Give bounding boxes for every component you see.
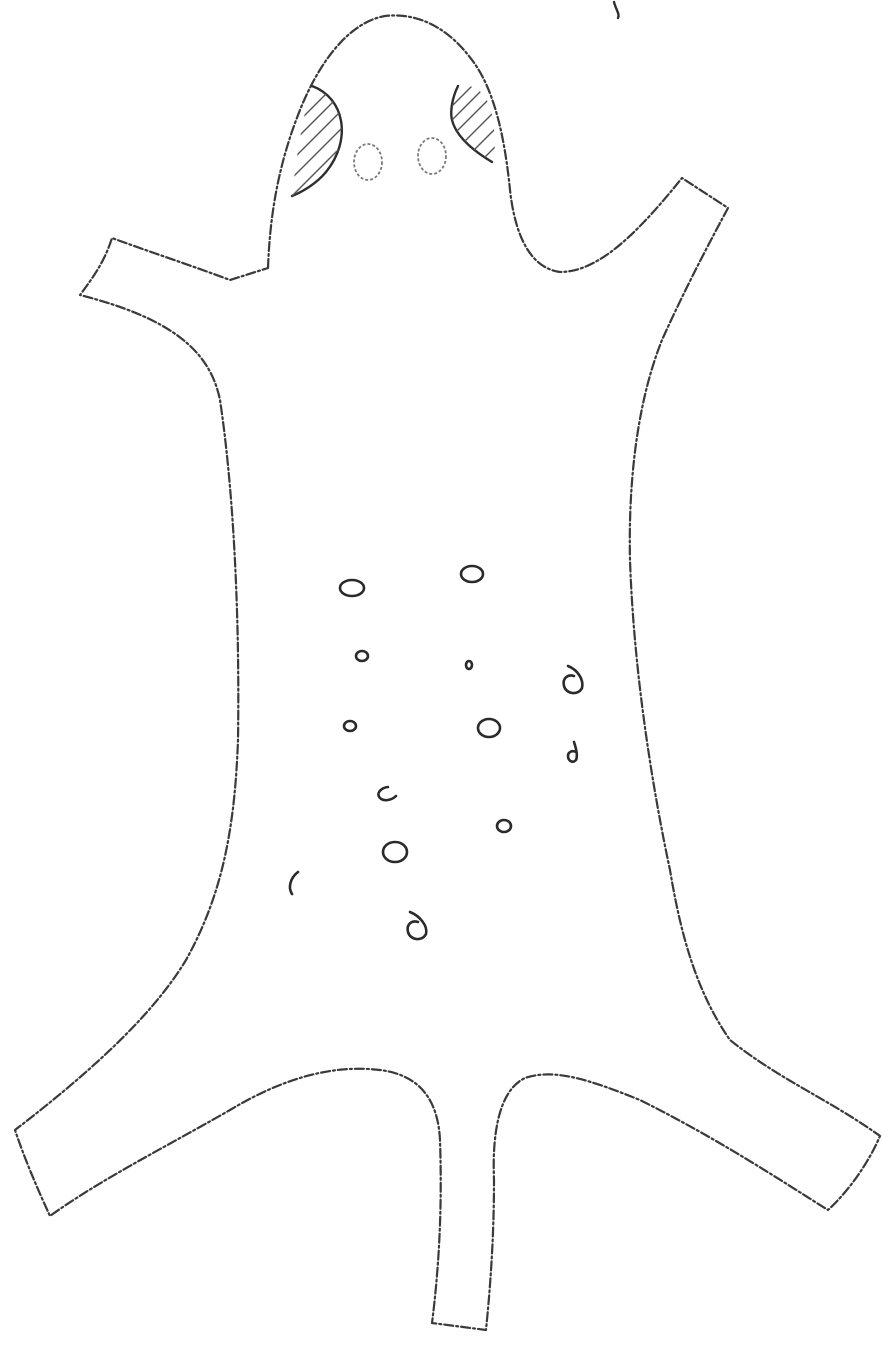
right-eye-patch (448, 80, 500, 164)
spot (461, 566, 483, 582)
spot (383, 842, 407, 862)
left-nostril-mark (354, 144, 382, 180)
spot (564, 666, 583, 693)
spot (408, 912, 427, 939)
spot (497, 820, 511, 832)
spot (378, 787, 396, 800)
spot (340, 580, 364, 596)
spot (568, 742, 577, 762)
spot (290, 872, 298, 894)
spot (466, 661, 472, 669)
hide-outline (15, 15, 880, 1330)
spots (290, 566, 582, 939)
spot (356, 651, 368, 661)
stray-mark (614, 2, 619, 18)
spot (478, 719, 500, 737)
right-nostril-mark (418, 138, 446, 174)
left-eye-patch (280, 86, 352, 206)
spot (344, 721, 356, 731)
